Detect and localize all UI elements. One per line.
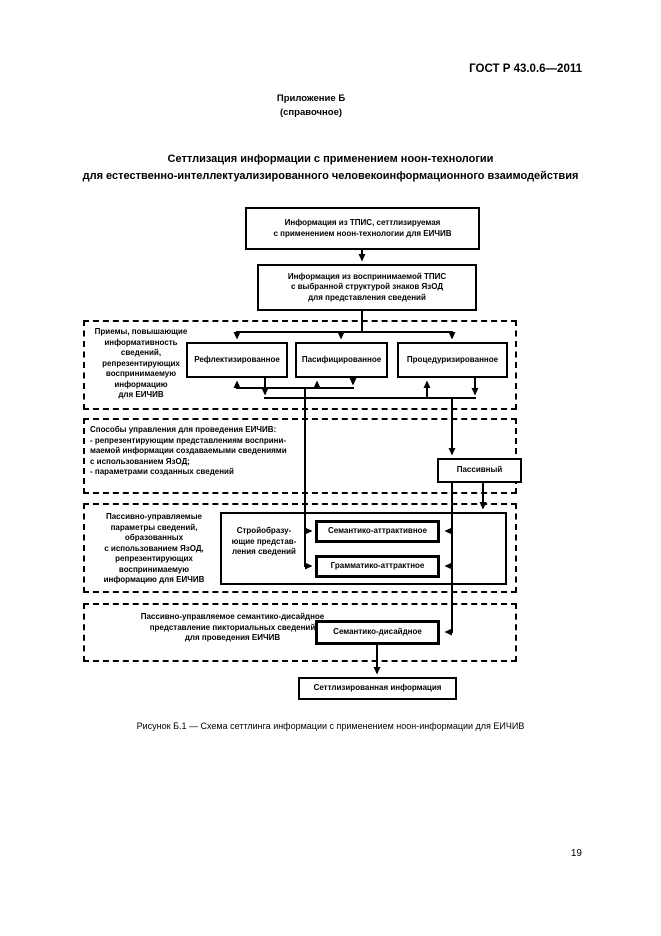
- appendix-heading: Приложение Б (справочное): [276, 93, 346, 118]
- page-number: 19: [570, 848, 582, 859]
- techniques-label: Приемы, повышающие информативность сведе…: [94, 327, 188, 400]
- control-methods-group: [83, 418, 517, 494]
- result-box: Сеттлизированная информация: [298, 677, 457, 700]
- control-methods-text: Способы управления для проведения ЕИЧИВ:…: [90, 425, 287, 477]
- perceived-info-box: Информация из воспринимаемой ТПИС с выбр…: [257, 264, 477, 311]
- structure-forming-label: Стройобразу- ющие представ- ления сведен…: [231, 526, 297, 557]
- pacified-box: Пасифицированное: [295, 342, 388, 378]
- params-group: [83, 503, 517, 593]
- page-title: Сеттлизация информации с применением ноо…: [82, 153, 579, 182]
- semantic-design-box: Семантико-дисайдное: [315, 620, 440, 645]
- figure-caption: Рисунок Б.1 — Схема сеттлинга информации…: [136, 721, 525, 731]
- params-label: Пассивно-управляемые параметры сведений,…: [103, 512, 205, 585]
- grammatic-attractive-box: Грамматико-аттрактное: [315, 555, 440, 578]
- procedurized-box: Процедуризированное: [397, 342, 508, 378]
- passive-box: Пассивный: [437, 458, 522, 483]
- source-info-box: Информация из ТПИС, сеттлизируемая с при…: [245, 207, 480, 250]
- semantic-attractive-box: Семантико-аттрактивное: [315, 520, 440, 543]
- techniques-group: [83, 320, 517, 410]
- reflectized-box: Рефлектизированное: [186, 342, 288, 378]
- doc-number: ГОСТ Р 43.0.6—2011: [469, 63, 582, 75]
- design-label: Пассивно-управляемое семантико-дисайдное…: [140, 612, 325, 643]
- design-group: [83, 603, 517, 662]
